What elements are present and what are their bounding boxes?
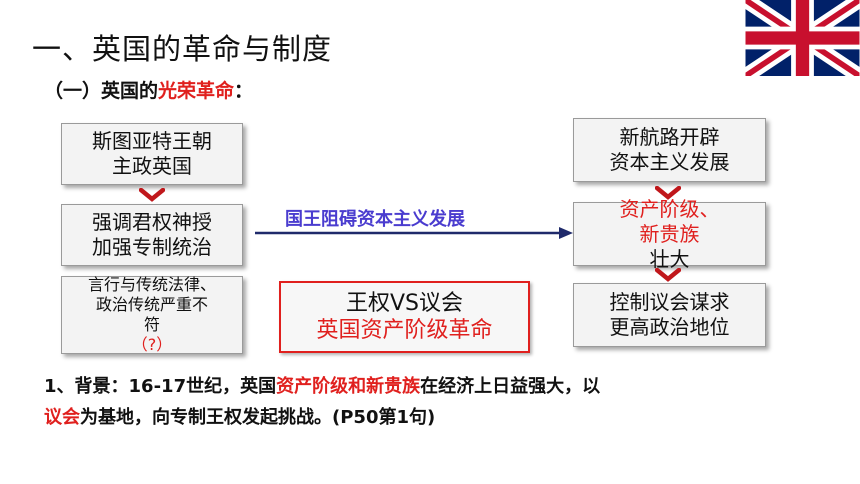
chevron-down-icon (655, 268, 681, 282)
left-box3-question: （?） (131, 335, 173, 354)
chevron-down-icon (139, 188, 165, 202)
center-box-line2: 英国资产阶级革命 (316, 318, 493, 343)
left-box3-line1: 言行与传统法律、 (87, 275, 216, 294)
right-box-control-parliament: 控制议会谋求 更高政治地位 (573, 283, 766, 347)
arrow-label: 国王阻碍资本主义发展 (285, 209, 465, 230)
section-subtitle: （一）英国的光荣革命： (44, 76, 253, 103)
right-box2-new-nobility: 新贵族 (639, 221, 700, 246)
right-arrow-icon (255, 227, 573, 239)
center-box-line1: 王权VS议会 (345, 290, 463, 316)
chevron-down-icon (655, 186, 681, 200)
right-box1-line2: 资本主义发展 (609, 150, 730, 174)
left-box-stuart-dynasty: 斯图亚特王朝 主政英国 (61, 123, 243, 185)
para-highlight-parliament: 议会 (44, 407, 80, 428)
left-box2-line2: 加强专制统治 (92, 235, 212, 259)
left-box-violates-tradition: 言行与传统法律、 政治传统严重不 符（?） (61, 275, 243, 355)
subtitle-suffix: ： (234, 80, 254, 102)
left-box3-line2: 政治传统严重不 (95, 295, 208, 314)
para-highlight-bourgeoisie: 资产阶级和新贵族 (276, 376, 421, 397)
background-paragraph: 1、背景：16-17世纪，英国资产阶级和新贵族在经济上日益强大，以议会为基地，向… (44, 371, 834, 433)
para-part3: 在经济上日益强大，以 (420, 376, 601, 397)
right-box2-suffix: 壮大 (649, 246, 690, 271)
left-box1-line1: 斯图亚特王朝 (92, 129, 212, 153)
right-box2-line1: 资产阶级、 (619, 196, 720, 221)
uk-flag-icon (745, 0, 860, 76)
right-box2-line2: 新贵族壮大 (640, 222, 700, 272)
left-box2-line1: 强调君权神授 (92, 210, 212, 234)
right-box3-line2: 更高政治地位 (609, 315, 730, 339)
left-box-divine-right: 强调君权神授 加强专制统治 (61, 204, 243, 266)
right-box-bourgeoisie-grows: 资产阶级、 新贵族壮大 (573, 197, 766, 271)
right-box1-line1: 新航路开辟 (619, 125, 720, 149)
page-title: 一、英国的革命与制度 (32, 32, 333, 66)
para-part5: 为基地，向专制王权发起挑战。(P50第1句) (80, 407, 436, 428)
right-box3-line1: 控制议会谋求 (609, 290, 730, 314)
left-box1-line2: 主政英国 (112, 154, 192, 178)
right-box-new-routes: 新航路开辟 资本主义发展 (573, 118, 766, 182)
center-box-crown-vs-parliament: 王权VS议会 英国资产阶级革命 (279, 281, 530, 353)
left-box3-line3: 符（?） (132, 315, 173, 355)
left-box3-line3-text: 符 (143, 315, 160, 334)
para-part1: 1、背景：16-17世纪，英国 (44, 376, 277, 397)
subtitle-highlight: 光荣革命 (158, 80, 235, 102)
subtitle-prefix: （一）英国的 (44, 80, 159, 102)
